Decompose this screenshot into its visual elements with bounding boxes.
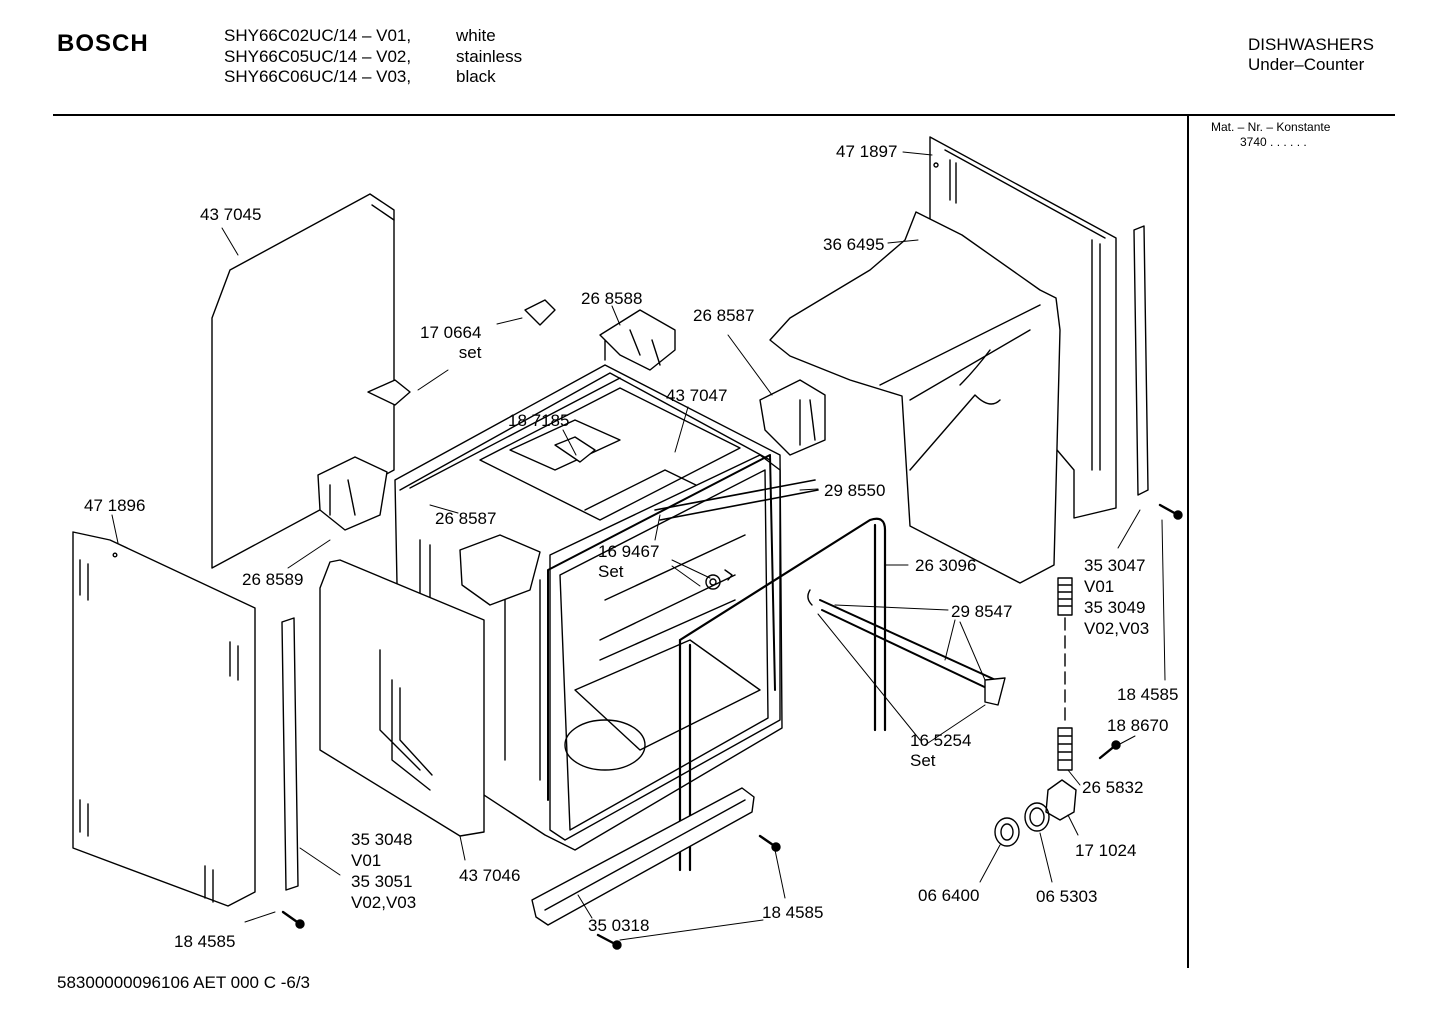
part-label: 18 4585	[762, 903, 824, 922]
sidebar-rule	[1187, 116, 1189, 968]
hinge-rail-shape	[655, 480, 818, 520]
brand-logo: BOSCH	[57, 30, 149, 57]
trim-strip-left-shape	[282, 618, 298, 890]
part-label: 06 5303	[1036, 887, 1098, 906]
bracket-top-shape	[600, 310, 675, 370]
clip-lower-shape	[368, 380, 410, 405]
screw-shapes	[283, 505, 1182, 949]
part-label: 18 7185	[508, 411, 570, 430]
category-block: DISHWASHERS Under–Counter	[1248, 35, 1374, 75]
left-side-panel-shape	[73, 532, 255, 906]
part-label: 43 7047	[666, 386, 728, 405]
bottom-rail-shape	[532, 788, 754, 925]
model-color-list: white stainless black	[456, 26, 522, 88]
category-subtitle: Under–Counter	[1248, 55, 1365, 74]
spring-upper-shape	[1058, 578, 1072, 615]
tub-body-shape	[395, 365, 782, 850]
washer-hole-shape	[710, 579, 716, 585]
model-list: SHY66C02UC/14 – V01, SHY66C05UC/14 – V02…	[224, 26, 411, 88]
foot-cap-shape	[995, 818, 1019, 846]
clip-upper-shape	[525, 300, 555, 325]
part-label: 18 4585	[174, 932, 236, 951]
part-label: 43 7046	[459, 866, 521, 885]
bracket-left-shape	[318, 457, 387, 530]
part-label: 26 3096	[915, 556, 977, 575]
top-cover-shape	[770, 212, 1060, 583]
model-code: SHY66C02UC/14 – V01,	[224, 26, 412, 45]
ring-inner-shape	[1030, 808, 1044, 826]
hinge-clip-shape	[808, 590, 812, 605]
spring-lower-shape	[1058, 728, 1072, 770]
mat-nr-value: 3740 . . . . . .	[1240, 135, 1307, 149]
foot-housing-shape	[1046, 780, 1076, 820]
model-color: stainless	[456, 46, 523, 66]
part-label: 26 8587	[693, 306, 755, 325]
part-label: 36 6495	[823, 235, 885, 254]
part-label: 29 8550	[824, 481, 886, 500]
front-panel-shape	[320, 560, 484, 836]
header-rule	[53, 114, 1395, 116]
model-color: black	[456, 67, 496, 86]
part-label: 18 8670	[1107, 716, 1169, 735]
model-code: SHY66C05UC/14 – V02,	[224, 46, 412, 66]
hinge-arm-shape	[820, 600, 1000, 692]
ring-shape	[1025, 803, 1049, 831]
model-code: SHY66C06UC/14 – V03,	[224, 67, 412, 86]
hinge-end-shape	[985, 678, 1005, 705]
bracket-mid-shape	[460, 535, 540, 605]
part-label: 26 8589	[242, 570, 304, 589]
part-label: 43 7045	[200, 205, 262, 224]
door-seal-shape	[680, 519, 885, 870]
mat-nr-label: Mat. – Nr. – Konstante	[1211, 120, 1331, 134]
part-label: 29 8547	[951, 602, 1013, 621]
part-label: 06 6400	[918, 886, 980, 905]
foot-cap-inner-shape	[1001, 824, 1013, 840]
part-label: 47 1896	[84, 496, 146, 515]
part-label: 47 1897	[836, 142, 898, 161]
door-frame-shape	[548, 455, 775, 800]
bracket-right-shape	[760, 380, 825, 455]
part-label: 26 5832	[1082, 778, 1144, 797]
pin-shape	[725, 570, 732, 580]
part-label: 26 8588	[581, 289, 643, 308]
washer-shape	[706, 575, 720, 589]
part-label: 17 1024	[1075, 841, 1137, 860]
part-label: 35 0318	[588, 916, 650, 935]
part-label: 26 8587	[435, 509, 497, 528]
part-label: 18 4585	[1117, 685, 1179, 704]
category-title: DISHWASHERS	[1248, 35, 1374, 54]
leader-lines	[112, 152, 1165, 940]
document-footer-code: 58300000096106 AET 000 C -6/3	[57, 973, 311, 992]
model-color: white	[456, 26, 496, 45]
trim-strip-right-shape	[1134, 226, 1148, 495]
